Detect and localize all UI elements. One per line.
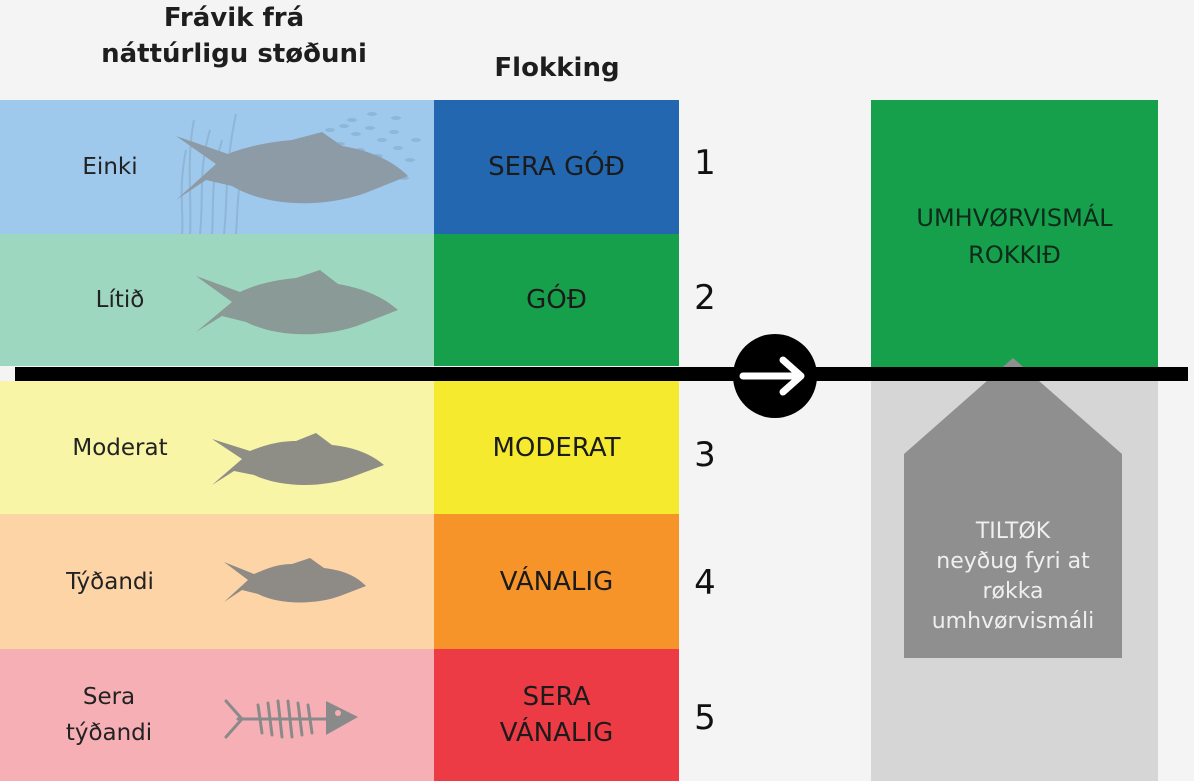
goal-text-line2: ROKKIÐ <box>968 241 1061 269</box>
fish-skeleton-icon <box>224 699 358 739</box>
deviation-header-line1: Frávik frá <box>163 3 305 33</box>
measures-text-line3: røkka <box>982 579 1044 604</box>
deviation-row-2: Lítið <box>0 234 434 366</box>
class-good: GÓÐ <box>434 234 679 366</box>
deviation-row-5: Sera týðandi <box>0 649 434 781</box>
arrow-right-icon <box>733 334 817 418</box>
class-label-2: GÓÐ <box>526 285 587 315</box>
deviation-row-1: Einki <box>0 100 434 234</box>
number-2: 2 <box>694 278 716 318</box>
deviation-label-5: Sera týðandi <box>44 679 174 751</box>
fish-icon <box>224 558 366 603</box>
deviation-header: Frávik frá náttúrligu støðuni <box>84 0 384 72</box>
fish-icon <box>196 270 398 335</box>
deviation-label-5-line1: Sera <box>82 684 136 710</box>
deviation-label-5-line2: týðandi <box>65 720 153 746</box>
class-label-4: VÁNALIG <box>499 566 614 597</box>
class-label-3: MODERAT <box>492 432 621 463</box>
class-very-good: SERA GÓÐ <box>434 100 679 234</box>
measures-text-line1: TILTØK <box>975 519 1051 544</box>
deviation-header-line2: náttúrligu støðuni <box>101 39 367 69</box>
measures-text: TILTØK neyðug fyri at røkka umhvørvismál… <box>904 517 1122 637</box>
number-1: 1 <box>694 143 716 183</box>
class-moderate: MODERAT <box>434 381 679 514</box>
classification-header: Flokking <box>494 53 620 83</box>
deviation-label-2: Lítið <box>95 287 145 313</box>
deviation-row-4: Týðandi <box>0 514 434 649</box>
deviation-label-4: Týðandi <box>66 569 154 595</box>
measures-arrow-shape <box>904 358 1122 658</box>
number-3: 3 <box>694 435 716 475</box>
deviation-row-3: Moderat <box>0 381 434 514</box>
number-4: 4 <box>694 563 716 603</box>
goal-text-line1: UMHVØRVISMÁL <box>916 204 1113 232</box>
fish-icon <box>176 132 408 204</box>
class-label-1: SERA GÓÐ <box>488 152 625 182</box>
goal-box <box>871 100 1158 375</box>
fish-icon <box>212 433 384 485</box>
deviation-label-1: Einki <box>82 154 138 180</box>
deviation-label-3: Moderat <box>72 435 168 461</box>
class-poor: VÁNALIG <box>434 514 679 649</box>
goal-text: UMHVØRVISMÁL ROKKIÐ <box>871 200 1158 274</box>
measures-text-line4: umhvørvismáli <box>931 609 1095 634</box>
measures-text-line2: neyðug fyri at <box>936 549 1090 574</box>
threshold-line <box>15 367 1188 381</box>
number-5: 5 <box>694 698 716 738</box>
